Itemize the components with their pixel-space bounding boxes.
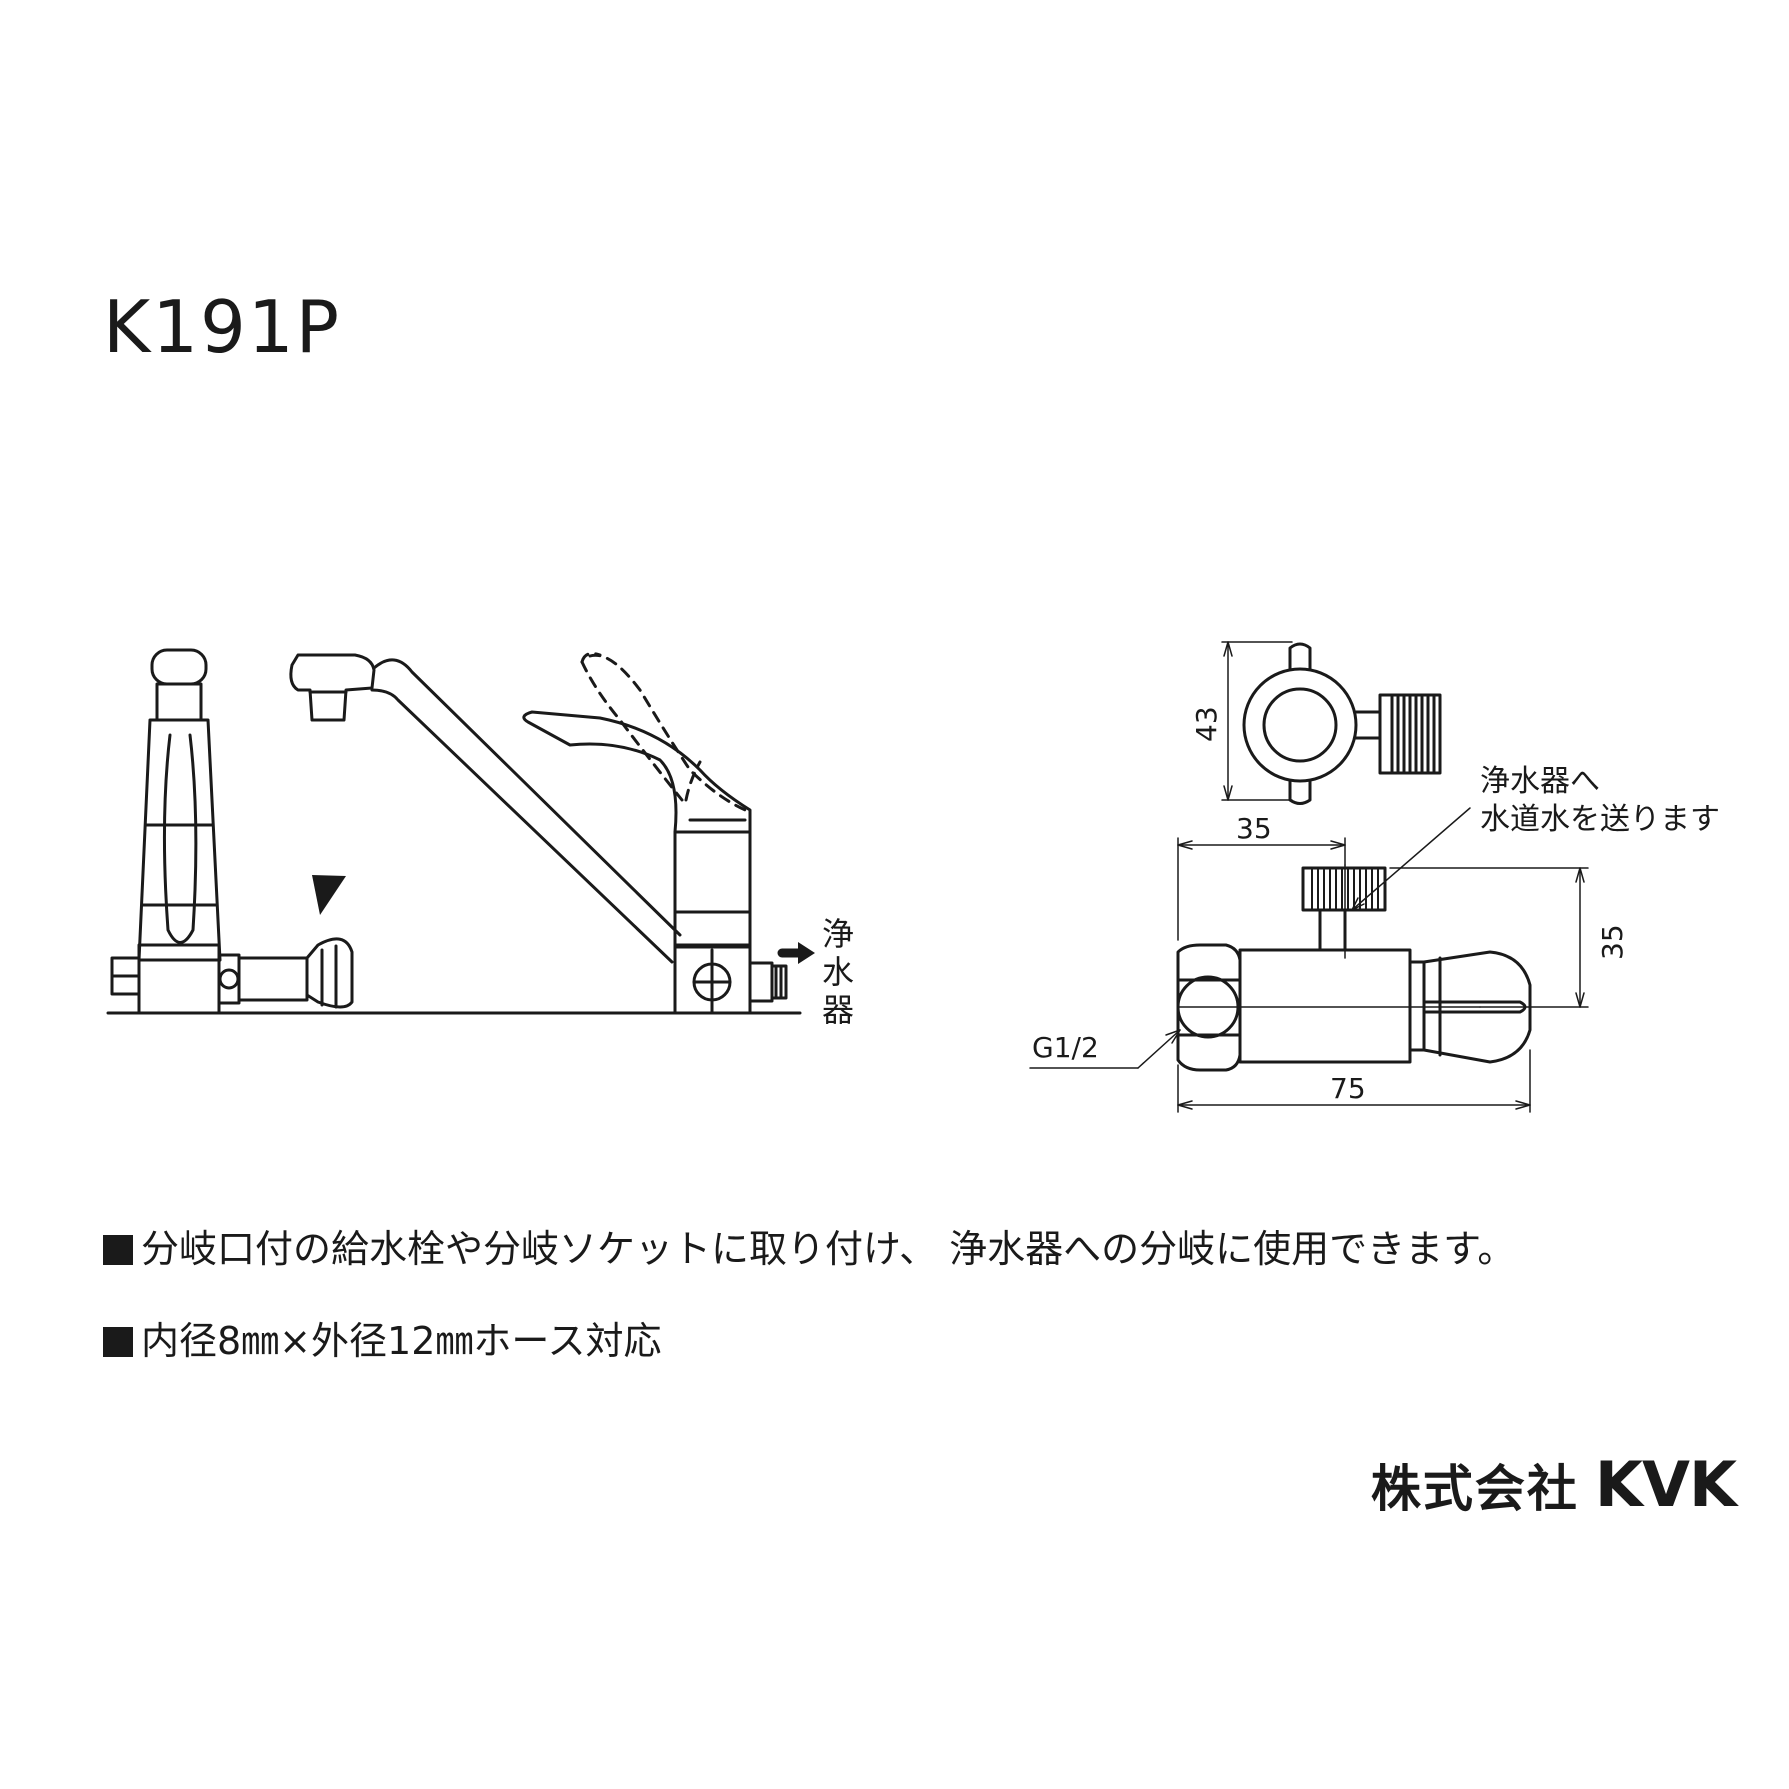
bullet-square <box>103 1235 133 1265</box>
dimension-label-75: 75 <box>1330 1072 1366 1105</box>
dimension-label-35-right: 35 <box>1596 924 1629 960</box>
purifier-label-3: 器 <box>822 991 854 1029</box>
pointer-triangle <box>312 875 346 915</box>
faucet-side-view <box>110 648 354 1015</box>
company-name-ja: 株式会社 <box>1370 1459 1579 1518</box>
valve-side-view <box>1176 866 1532 1072</box>
company-name-en: KVK <box>1594 1448 1737 1521</box>
thread-label: G1/2 <box>1032 1031 1099 1064</box>
valve-end-view <box>1242 642 1442 805</box>
purifier-label-1: 浄 <box>822 915 854 953</box>
dimension-75 <box>1177 1049 1531 1113</box>
callout-line-1: 浄水器へ <box>1480 764 1600 799</box>
callout-leader <box>1351 807 1471 911</box>
faucet-front-view <box>289 652 788 1015</box>
callout-line-2: 水道水を送ります <box>1480 802 1720 837</box>
purifier-arrow-head <box>798 942 815 964</box>
thread-leader <box>1029 1029 1181 1069</box>
note-1-text: 分岐口付の給水栓や分岐ソケットに取り付け、 浄水器への分岐に使用できます。 <box>141 1227 1516 1271</box>
note-2: 内径8㎜×外径12㎜ホース対応 <box>103 1318 661 1364</box>
dimension-35-right <box>1389 867 1589 1008</box>
note-1: 分岐口付の給水栓や分岐ソケットに取り付け、 浄水器への分岐に使用できます。 <box>103 1226 1515 1272</box>
company-logo: 株式会社 KVK <box>1370 1448 1737 1521</box>
purifier-label-2: 水 <box>822 953 854 991</box>
dimension-35-top <box>1177 837 1346 941</box>
dimension-43 <box>1221 641 1293 801</box>
dimension-label-35-top: 35 <box>1236 812 1272 845</box>
centerlines <box>1177 864 1481 1008</box>
model-number: K191P <box>103 285 342 369</box>
note-2-text: 内径8㎜×外径12㎜ホース対応 <box>141 1319 662 1363</box>
dimension-label-43: 43 <box>1190 706 1223 742</box>
bullet-square <box>103 1327 133 1357</box>
